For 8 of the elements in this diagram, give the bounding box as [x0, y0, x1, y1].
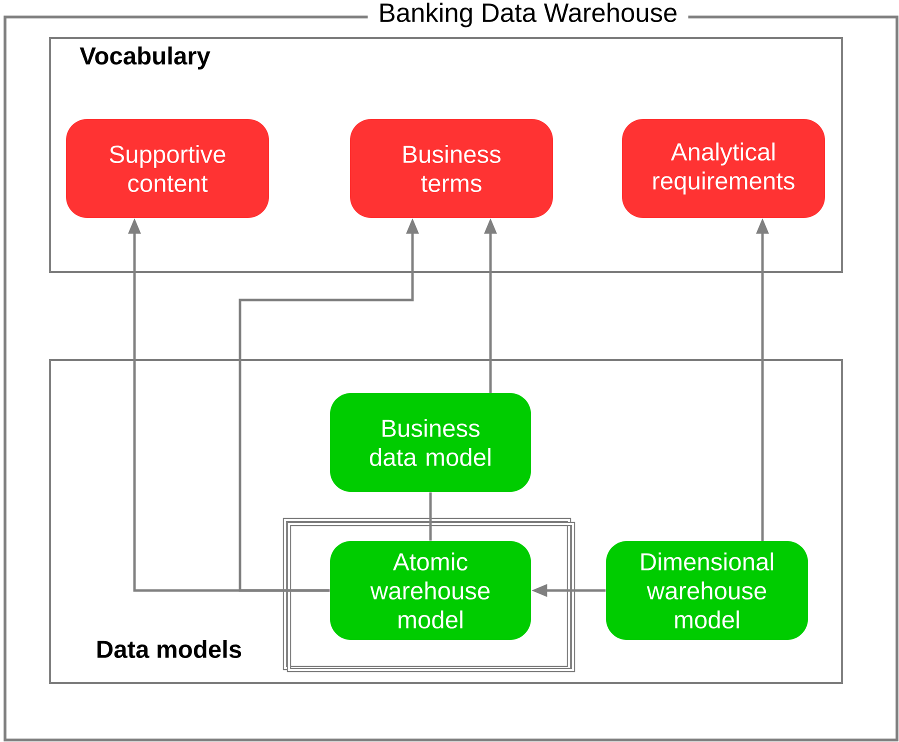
model-box: Business data model [330, 393, 531, 492]
connector-line [429, 492, 432, 541]
model-box: Dimensional warehouse model [606, 541, 808, 640]
stacked-frame [282, 518, 576, 672]
model-box: Atomic warehouse model [330, 541, 531, 640]
model-box: Analytical requirements [622, 119, 825, 218]
model-box: Supportive content [66, 119, 269, 218]
model-box: Business terms [350, 119, 553, 218]
